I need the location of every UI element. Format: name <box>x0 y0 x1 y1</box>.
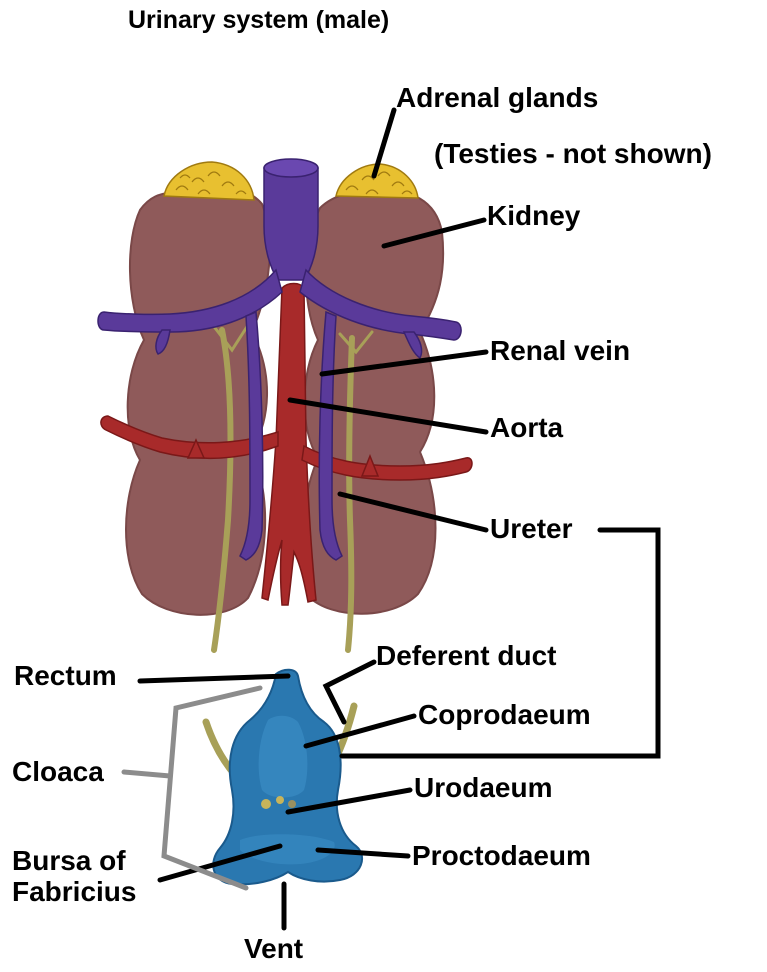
label-vent: Vent <box>244 933 303 964</box>
label-cloaca: Cloaca <box>12 756 104 787</box>
urodaeum-opening-left <box>261 799 271 809</box>
label-coprodaeum: Coprodaeum <box>418 699 591 730</box>
label-kidney: Kidney <box>487 200 580 231</box>
vena-cava-top <box>264 159 318 177</box>
label-deferent-duct: Deferent duct <box>376 640 556 671</box>
label-renal-vein: Renal vein <box>490 335 630 366</box>
cloaca-leader <box>124 772 170 776</box>
diagram-title: Urinary system (male) <box>128 6 389 34</box>
label-bursa-line2: Fabricius <box>12 876 136 907</box>
label-proctodaeum: Proctodaeum <box>412 840 591 871</box>
label-urodaeum: Urodaeum <box>414 772 552 803</box>
label-ureter: Ureter <box>490 513 572 544</box>
label-adrenal-glands: Adrenal glands <box>396 82 598 113</box>
label-testes-note: (Testies - not shown) <box>434 138 712 169</box>
label-rectum: Rectum <box>14 660 117 691</box>
urodaeum-opening-mid <box>276 796 284 804</box>
vena-cava <box>264 162 318 280</box>
label-aorta: Aorta <box>490 412 563 443</box>
urodaeum-opening-right <box>288 800 296 808</box>
label-bursa-of-fabricius: Bursa of Fabricius <box>12 845 136 908</box>
cloaca-highlight <box>259 716 308 798</box>
left-adrenal <box>164 162 254 200</box>
label-bursa-line1: Bursa of <box>12 845 136 876</box>
rectum-leader <box>140 676 288 681</box>
